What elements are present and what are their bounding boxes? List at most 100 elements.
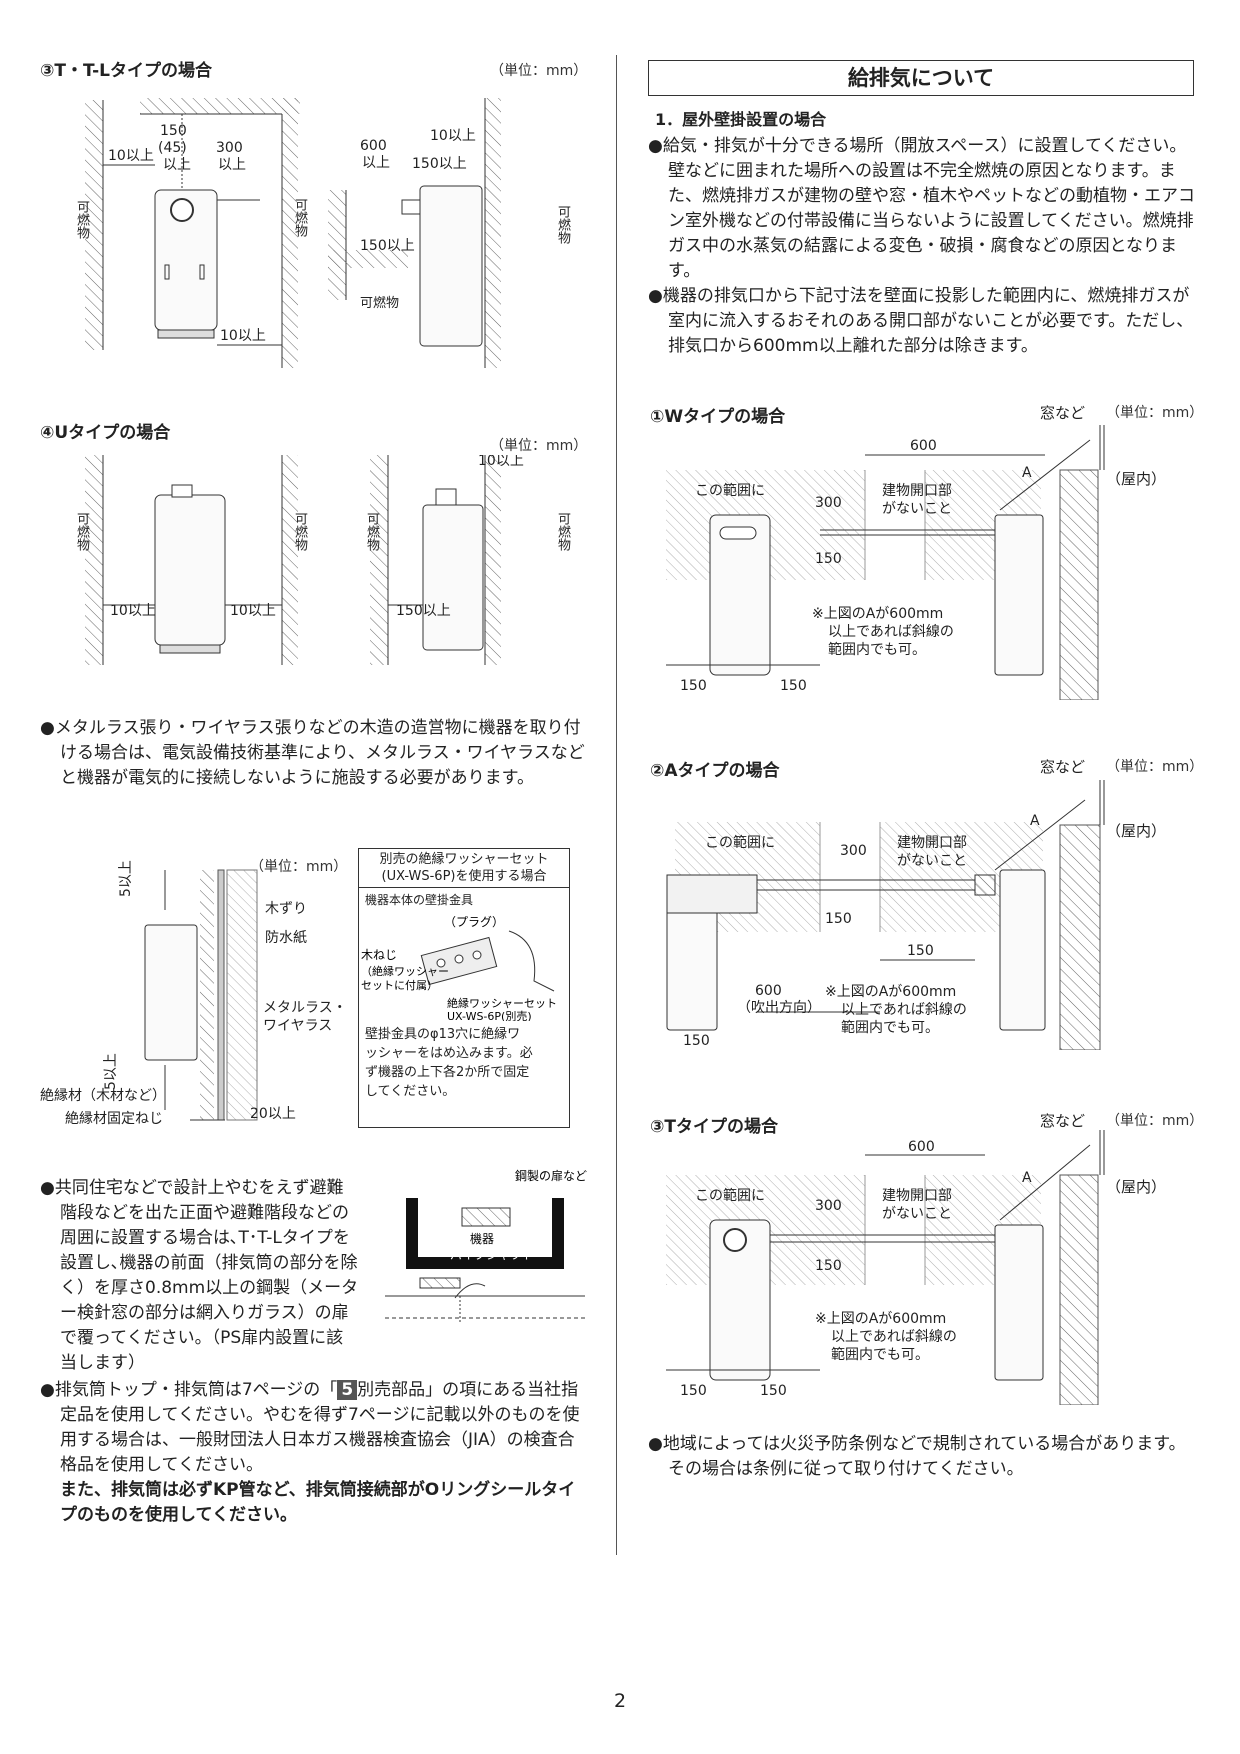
label-a: A [1022,1170,1032,1186]
label-opening-1: 建物開口部 [897,835,967,851]
washer-note-3: ず機器の上下各2か所で固定 [365,1065,530,1080]
note-line-3: 範囲内でも可。 [828,641,926,658]
diagram-pipe-shaft: 鋼製の扉など 機器 パイプシャフト [385,1169,587,1323]
diagram-tl-type: 10以上 150 (45) 以上 300 以上 10以上 600 以上 150以… [85,98,501,368]
dim-600: 600 [360,138,387,154]
section-title-t-type: ③Tタイプの場合 [650,1117,778,1137]
note-line-2: 以上であれば斜線の [841,1002,967,1018]
washer-set-box: 別売の絶縁ワッシャーセット (UX-WS-6P)を使用する場合 機器本体の壁掛金… [358,848,570,1128]
dim-45: (45) [158,140,187,156]
ventilation-notes: ●給気・排気が十分できる場所（開放スペース）に設置してください。壁などに囲まれた… [648,136,1195,356]
note-line-1: ※上図のAが600mm [812,606,943,622]
label-waterproof: 防水紙 [265,930,307,946]
washer-note-2: ッシャーをはめ込みます。必 [365,1046,533,1061]
label-a: A [1030,813,1040,829]
combustible-label: 可燃物 [74,200,89,239]
washer-diagram: （プラグ） 木ねじ （絶縁ワッシャー セットに付属） 絶縁ワッシャーセット UX… [361,915,557,1023]
unit-label: （単位：mm） [1106,759,1204,775]
washer-box-title-2: (UX-WS-6P)を使用する場合 [381,869,547,884]
label-opening-2: がないこと [897,853,967,869]
note-line-1: ※上図のAが600mm [825,984,956,1000]
dim-150-bottom: 150 [683,1033,710,1049]
section-number-badge: 5 [337,1380,358,1400]
washer-box-title-1: 別売の絶縁ワッシャーセット [379,852,549,867]
dim-150-left: 150 [680,678,707,694]
combustible-label: 可燃物 [292,512,307,551]
dim-10-top: 10以上 [430,128,476,144]
dim-150: 150 [825,911,852,927]
dim-150-right: 150 [760,1383,787,1399]
label-range: この範囲に [705,834,775,851]
diagram-a-type: 300 150 150 600 （吹出方向） 150 この範囲に 建物開口部 が… [666,780,1105,1050]
combustible-label: 可燃物 [360,296,400,311]
label-a: A [1022,465,1032,481]
subsection-title: 1．屋外壁掛設置の場合 [655,110,827,129]
dim-20: 20以上 [250,1106,296,1122]
label-indoor: （屋内） [1106,470,1167,488]
dim-300: 300 [815,1198,842,1214]
label-washer-1: 絶縁ワッシャーセット [447,996,557,1010]
note-ps-door: ●共同住宅などで設計上やむをえず避難 階段などを出た正面や避難階段などの 周囲に… [40,1178,359,1373]
label-pipe-shaft: パイプシャフト [450,1248,534,1262]
dim-600: 600 [755,983,782,999]
label-opening-1: 建物開口部 [882,1188,952,1204]
label-kizuri: 木ずり [265,901,307,917]
label-opening-2: がないこと [882,1206,952,1222]
note-line-2: 以上であれば斜線の [828,624,954,640]
combustible-label: 可燃物 [364,512,379,551]
label-metal-lath-1: メタルラス・ [263,1000,347,1016]
label-window: 窓など [1040,1112,1086,1130]
label-screw-1: 木ねじ [361,948,397,962]
diagram-u-type: 10以上 10以上 150以上 10以上 [85,455,524,665]
label-insulator-screw: 絶縁材固定ねじ [65,1111,163,1127]
dim-10-right: 10以上 [230,603,276,619]
section-title-w-type: ①Wタイプの場合 [650,407,786,427]
label-range: この範囲に [695,1187,765,1204]
label-window: 窓など [1040,758,1086,776]
unit-label: （単位：mm） [490,438,588,454]
dim-600: 600 [910,438,937,454]
label-steel-door: 鋼製の扉など [515,1169,587,1183]
section-title-tl-type: ③T・T-Lタイプの場合 [40,61,212,81]
label-range: この範囲に [695,482,765,499]
note-line-2: 以上であれば斜線の [831,1329,957,1345]
note-flue-pipe-bold: また、排気筒は必ずKP管など、排気筒接続部がOリングシールタイプのものを使用して… [60,1480,576,1525]
combustible-label: 可燃物 [555,205,570,244]
section-title-a-type: ②Aタイプの場合 [650,761,780,781]
dim-5-bottom: 5以上 [103,1053,119,1090]
washer-box-subtitle: 機器本体の壁掛金具 [365,893,474,907]
label-screw-3: セットに付属） [361,979,438,992]
label-blow-direction: （吹出方向） [737,1000,821,1016]
label-screw-2: （絶縁ワッシャー [361,964,449,978]
note-line-3: 範囲内でも可。 [841,1019,939,1036]
dim-150: 150 [815,551,842,567]
diagram-t-type: 600 300 150 150 150 この範囲に 建物開口部 がないこと A … [666,1130,1105,1405]
diagram-metal-lath: 5以上 5以上 20以上 木ずり 防水紙 メタルラス・ ワイヤラス 絶縁材（木材… [40,860,347,1127]
dim-10-left: 10以上 [110,603,156,619]
dim-300: 300 [216,140,243,156]
unit-label: （単位：mm） [490,63,588,79]
unit-label: （単位：mm） [1106,405,1204,421]
combustible-label: 可燃物 [74,512,89,551]
page-number: 2 [613,1690,627,1712]
dim-10-top: 10以上 [478,455,524,469]
dim-150-horizontal: 150 [907,943,934,959]
note-line-1: ※上図のAが600mm [815,1311,946,1327]
dim-5-top: 5以上 [118,860,134,897]
label-opening-2: がないこと [882,501,952,517]
dim-300: 300 [815,495,842,511]
label-window: 窓など [1040,404,1086,422]
section-heading: 給排気について [648,60,1194,96]
unit-label: （単位：mm） [250,859,348,875]
note-metal-lath: ●メタルラス張り・ワイヤラス張りなどの木造の造営物に機器を取り付ける場合は、電気… [40,718,585,788]
dim-150-above: 150以上 [396,603,451,619]
washer-note-1: 壁掛金具のφ13穴に絶縁ワ [365,1027,521,1042]
label-washer-2: UX-WS-6P(別売) [447,1010,532,1021]
label-indoor: （屋内） [1106,1178,1167,1196]
dim-10-left: 10以上 [108,148,154,164]
section-title-u-type: ④Uタイプの場合 [40,423,171,443]
column-divider [616,55,617,1555]
label-metal-lath-2: ワイヤラス [263,1018,332,1034]
dim-150: 150 [160,123,187,139]
